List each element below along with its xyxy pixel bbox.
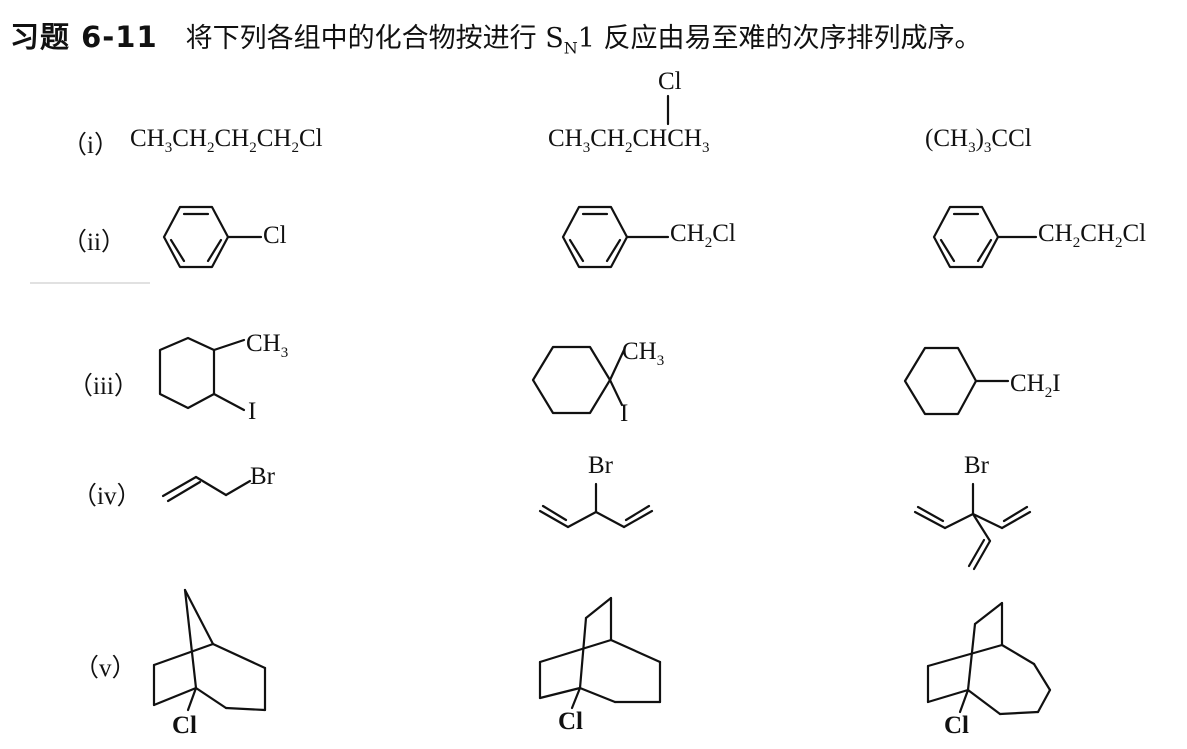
row-label-iv: （iv） <box>72 483 142 510</box>
formula-sub: 3 <box>701 140 710 156</box>
1-methylcyclohexyl-iodide-iodine: I <box>620 400 629 427</box>
cyclohexane-ring-2 <box>531 345 626 415</box>
cyclohexane-ring-3 <box>903 346 1010 416</box>
benzene-ring-1 <box>162 205 263 269</box>
allyl-bromide-skeleton <box>161 475 252 503</box>
formula-sub: 3 <box>164 140 173 156</box>
row-label-iii: （iii） <box>68 373 139 400</box>
bicyclononyl-chloride-cl: Cl <box>944 712 969 739</box>
row-label-ii: （ii） <box>62 229 126 256</box>
formula-part: CH <box>548 125 583 152</box>
compound-1-butyl-chloride: CH3CH2CH2CH2Cl <box>130 125 323 157</box>
pentadienyl-skeleton <box>538 482 654 529</box>
formula-sub: 2 <box>1044 385 1053 401</box>
formula-part: CH <box>214 125 250 152</box>
formula-part: I <box>1052 370 1061 397</box>
bicyclooctane-skeleton <box>538 596 662 710</box>
formula-part: CH <box>622 338 657 365</box>
formula-sub: 2 <box>249 140 257 156</box>
formula-sub: 3 <box>656 353 665 369</box>
benzyl-chloride-substituent: CH2Cl <box>670 220 736 252</box>
exercise-title: 习题 6-11 将下列各组中的化合物按进行 SN1 反应由易至难的次序排列成序。 <box>10 14 1180 58</box>
cyclohexylmethyl-iodide-group: CH2I <box>1010 370 1061 402</box>
formula-sub: 3 <box>983 140 992 156</box>
formula-part: CH <box>1038 220 1073 247</box>
formula-sub: 2 <box>206 140 215 156</box>
formula-part: Cl <box>1122 220 1147 247</box>
formula-part: Cl <box>712 220 736 247</box>
chlorobenzene-cl-label: Cl <box>263 222 287 249</box>
bicyclononane-skeleton <box>926 601 1052 716</box>
pentadienyl-bromide-br: Br <box>588 452 613 479</box>
formula-part: Cl <box>298 125 323 152</box>
benzene-ring-3 <box>932 205 1038 269</box>
row-label-i: （i） <box>62 132 119 159</box>
formula-sub: 2 <box>624 140 633 156</box>
formula-part: ) <box>975 125 984 152</box>
allyl-bromide-br: Br <box>250 463 275 490</box>
instruction-subscript: N <box>563 38 578 58</box>
methylcyclohexyl-iodide-iodine: I <box>248 398 257 425</box>
formula-part: CH <box>670 220 705 247</box>
formula-part: CH <box>172 125 207 152</box>
compound-2-chlorobutane-substituent: Cl <box>658 68 682 95</box>
phenethyl-chloride-substituent: CH2CH2Cl <box>1038 220 1146 252</box>
row-label-v: （v） <box>74 655 137 682</box>
formula-part: CH <box>1080 220 1115 247</box>
bicyclooctyl-chloride-cl: Cl <box>558 708 583 735</box>
benzene-ring-2 <box>561 205 670 269</box>
formula-part: CH <box>1010 370 1045 397</box>
exercise-number: 习题 6-11 <box>10 20 158 54</box>
cyclohexane-ring-1 <box>158 336 246 412</box>
formula-part: CH <box>246 330 281 357</box>
exercise-instruction: 将下列各组中的化合物按进行 SN1 反应由易至难的次序排列成序。 <box>185 23 982 58</box>
trivinylmethyl-bromide-br: Br <box>964 452 989 479</box>
formula-part: CH <box>256 125 292 152</box>
compound-tert-butyl-chloride: (CH3)3CCl <box>925 125 1032 157</box>
instruction-text-before: 将下列各组中的化合物按进行 S <box>185 23 564 54</box>
trivinylmethyl-skeleton <box>913 482 1032 571</box>
compound-2-chlorobutane: CH3CH2CHCH3 <box>548 125 709 157</box>
norbornyl-chloride-cl: Cl <box>172 712 197 739</box>
formula-part: CH <box>130 125 165 152</box>
formula-sub: 3 <box>582 140 591 156</box>
formula-sub: 3 <box>280 345 289 361</box>
methylcyclohexyl-iodide-methyl: CH3 <box>246 330 288 362</box>
instruction-text-after: 1 反应由易至难的次序排列成序。 <box>577 23 982 54</box>
formula-part: (CH <box>925 125 969 152</box>
formula-sub: 2 <box>1072 235 1081 251</box>
norbornane-skeleton <box>152 588 267 712</box>
formula-sub: 3 <box>968 140 976 156</box>
1-methylcyclohexyl-iodide-methyl: CH3 <box>622 338 664 370</box>
formula-sub: 2 <box>1114 235 1123 251</box>
formula-part: CCl <box>991 125 1032 152</box>
formula-part: CH <box>590 125 625 152</box>
formula-sub: 2 <box>704 235 713 251</box>
formula-part: CHCH <box>632 125 702 152</box>
formula-sub: 2 <box>291 140 299 156</box>
